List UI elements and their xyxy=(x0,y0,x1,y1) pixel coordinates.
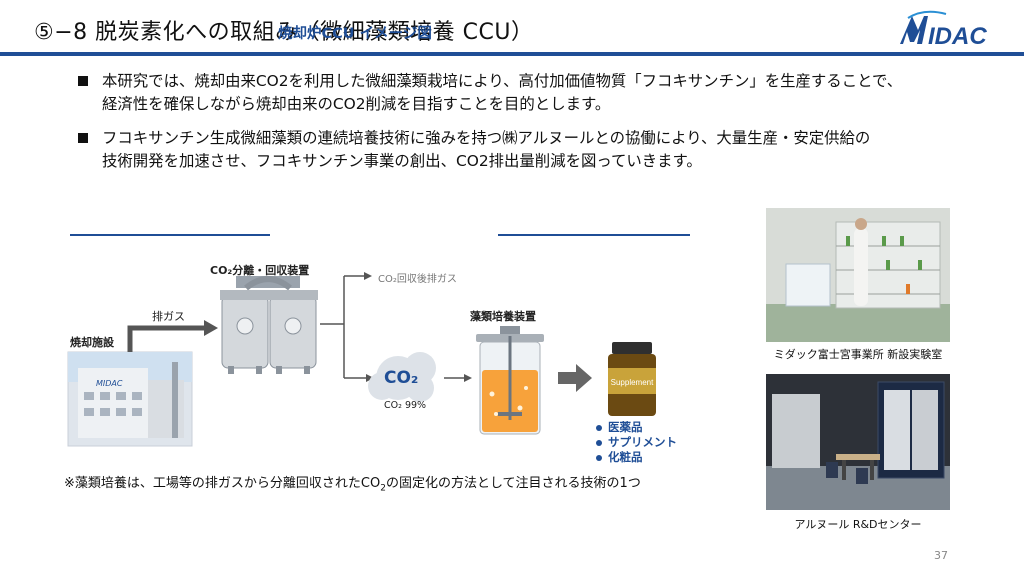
svg-text:Supplement: Supplement xyxy=(611,378,654,387)
product-arrow xyxy=(558,364,592,392)
co2-arrowhead xyxy=(366,374,374,382)
product-item: 医薬品 xyxy=(596,420,677,435)
co2-separator-illustration xyxy=(220,276,318,374)
diagram-graphics: MIDAC xyxy=(67,234,690,447)
bullet-item: フコキサンチン生成微細藻類の連続培養技術に強みを持つ㈱アルヌールとの協働により、… xyxy=(78,127,978,173)
bullet-dot-icon xyxy=(596,454,602,461)
footnote: ※藻類培養は、工場等の排ガスから分離回収されたCO2の固定化の方法として注目され… xyxy=(64,476,641,494)
page-number: 37 xyxy=(934,549,948,562)
exhaust-arrowhead xyxy=(204,320,218,336)
title-rule xyxy=(0,52,1024,56)
recovered-exhaust-label: CO₂回収後排ガス xyxy=(378,274,457,285)
midac-logo: IDAC xyxy=(900,10,987,50)
bullet-line: 技術開発を加速させ、フコキサンチン事業の創出、CO2排出量削減を図っていきます。 xyxy=(102,152,702,170)
diagram-title: 焼却炉CCU イメージ図 xyxy=(278,26,432,42)
bullet-item: 本研究では、焼却由来CO2を利用した微細藻類栽培により、高付加価値物質「フコキサ… xyxy=(78,70,978,116)
bullet-dot-icon xyxy=(596,439,602,446)
separator-label: CO₂分離・回収装置 xyxy=(210,264,310,277)
recovered-exhaust-arrowhead xyxy=(364,272,372,280)
co2-purity: CO₂ 99% xyxy=(384,400,427,411)
page-title: ⑤−8 脱炭素化への取組み（微細藻類培養 CCU） xyxy=(34,20,534,45)
lab-photo xyxy=(766,208,950,342)
incinerator-building-image: MIDAC xyxy=(67,351,193,447)
bullet-line: 経済性を確保しながら焼却由来のCO2削減を目指すことを目的とします。 xyxy=(102,95,611,113)
product-list: 医薬品 サプリメント 化粧品 xyxy=(596,420,677,465)
culture-label: 藻類培養装置 xyxy=(470,310,536,323)
exhaust-label: 排ガス xyxy=(152,310,185,323)
co2-cloud-icon xyxy=(368,352,436,402)
square-bullet-icon xyxy=(78,76,88,86)
bullet-dot-icon xyxy=(596,424,602,431)
svg-text:IDAC: IDAC xyxy=(928,23,987,50)
supplement-bottle-icon: Supplement xyxy=(608,342,656,416)
photo-caption: ミダック富士宮事業所 新設実験室 xyxy=(773,348,943,361)
product-item: サプリメント xyxy=(596,435,677,450)
photo-caption: アルヌール R&Dセンター xyxy=(794,518,922,531)
bullet-list: 本研究では、焼却由来CO2を利用した微細藻類栽培により、高付加価値物質「フコキサ… xyxy=(78,70,978,184)
bullet-line: フコキサンチン生成微細藻類の連続培養技術に強みを持つ㈱アルヌールとの協働により、… xyxy=(102,129,871,147)
square-bullet-icon xyxy=(78,133,88,143)
product-item: 化粧品 xyxy=(596,450,677,465)
cloud-to-culture-arrowhead xyxy=(464,374,472,382)
svg-text:MIDAC: MIDAC xyxy=(96,379,123,388)
exhaust-arrow xyxy=(127,325,206,352)
bullet-line: 本研究では、焼却由来CO2を利用した微細藻類栽培により、高付加価値物質「フコキサ… xyxy=(102,72,903,90)
rd-center-photo xyxy=(766,374,950,510)
algae-culture-vessel-illustration xyxy=(476,326,544,435)
incinerator-label: 焼却施設 xyxy=(70,336,114,349)
co2-cloud-text: CO₂ xyxy=(384,368,419,388)
